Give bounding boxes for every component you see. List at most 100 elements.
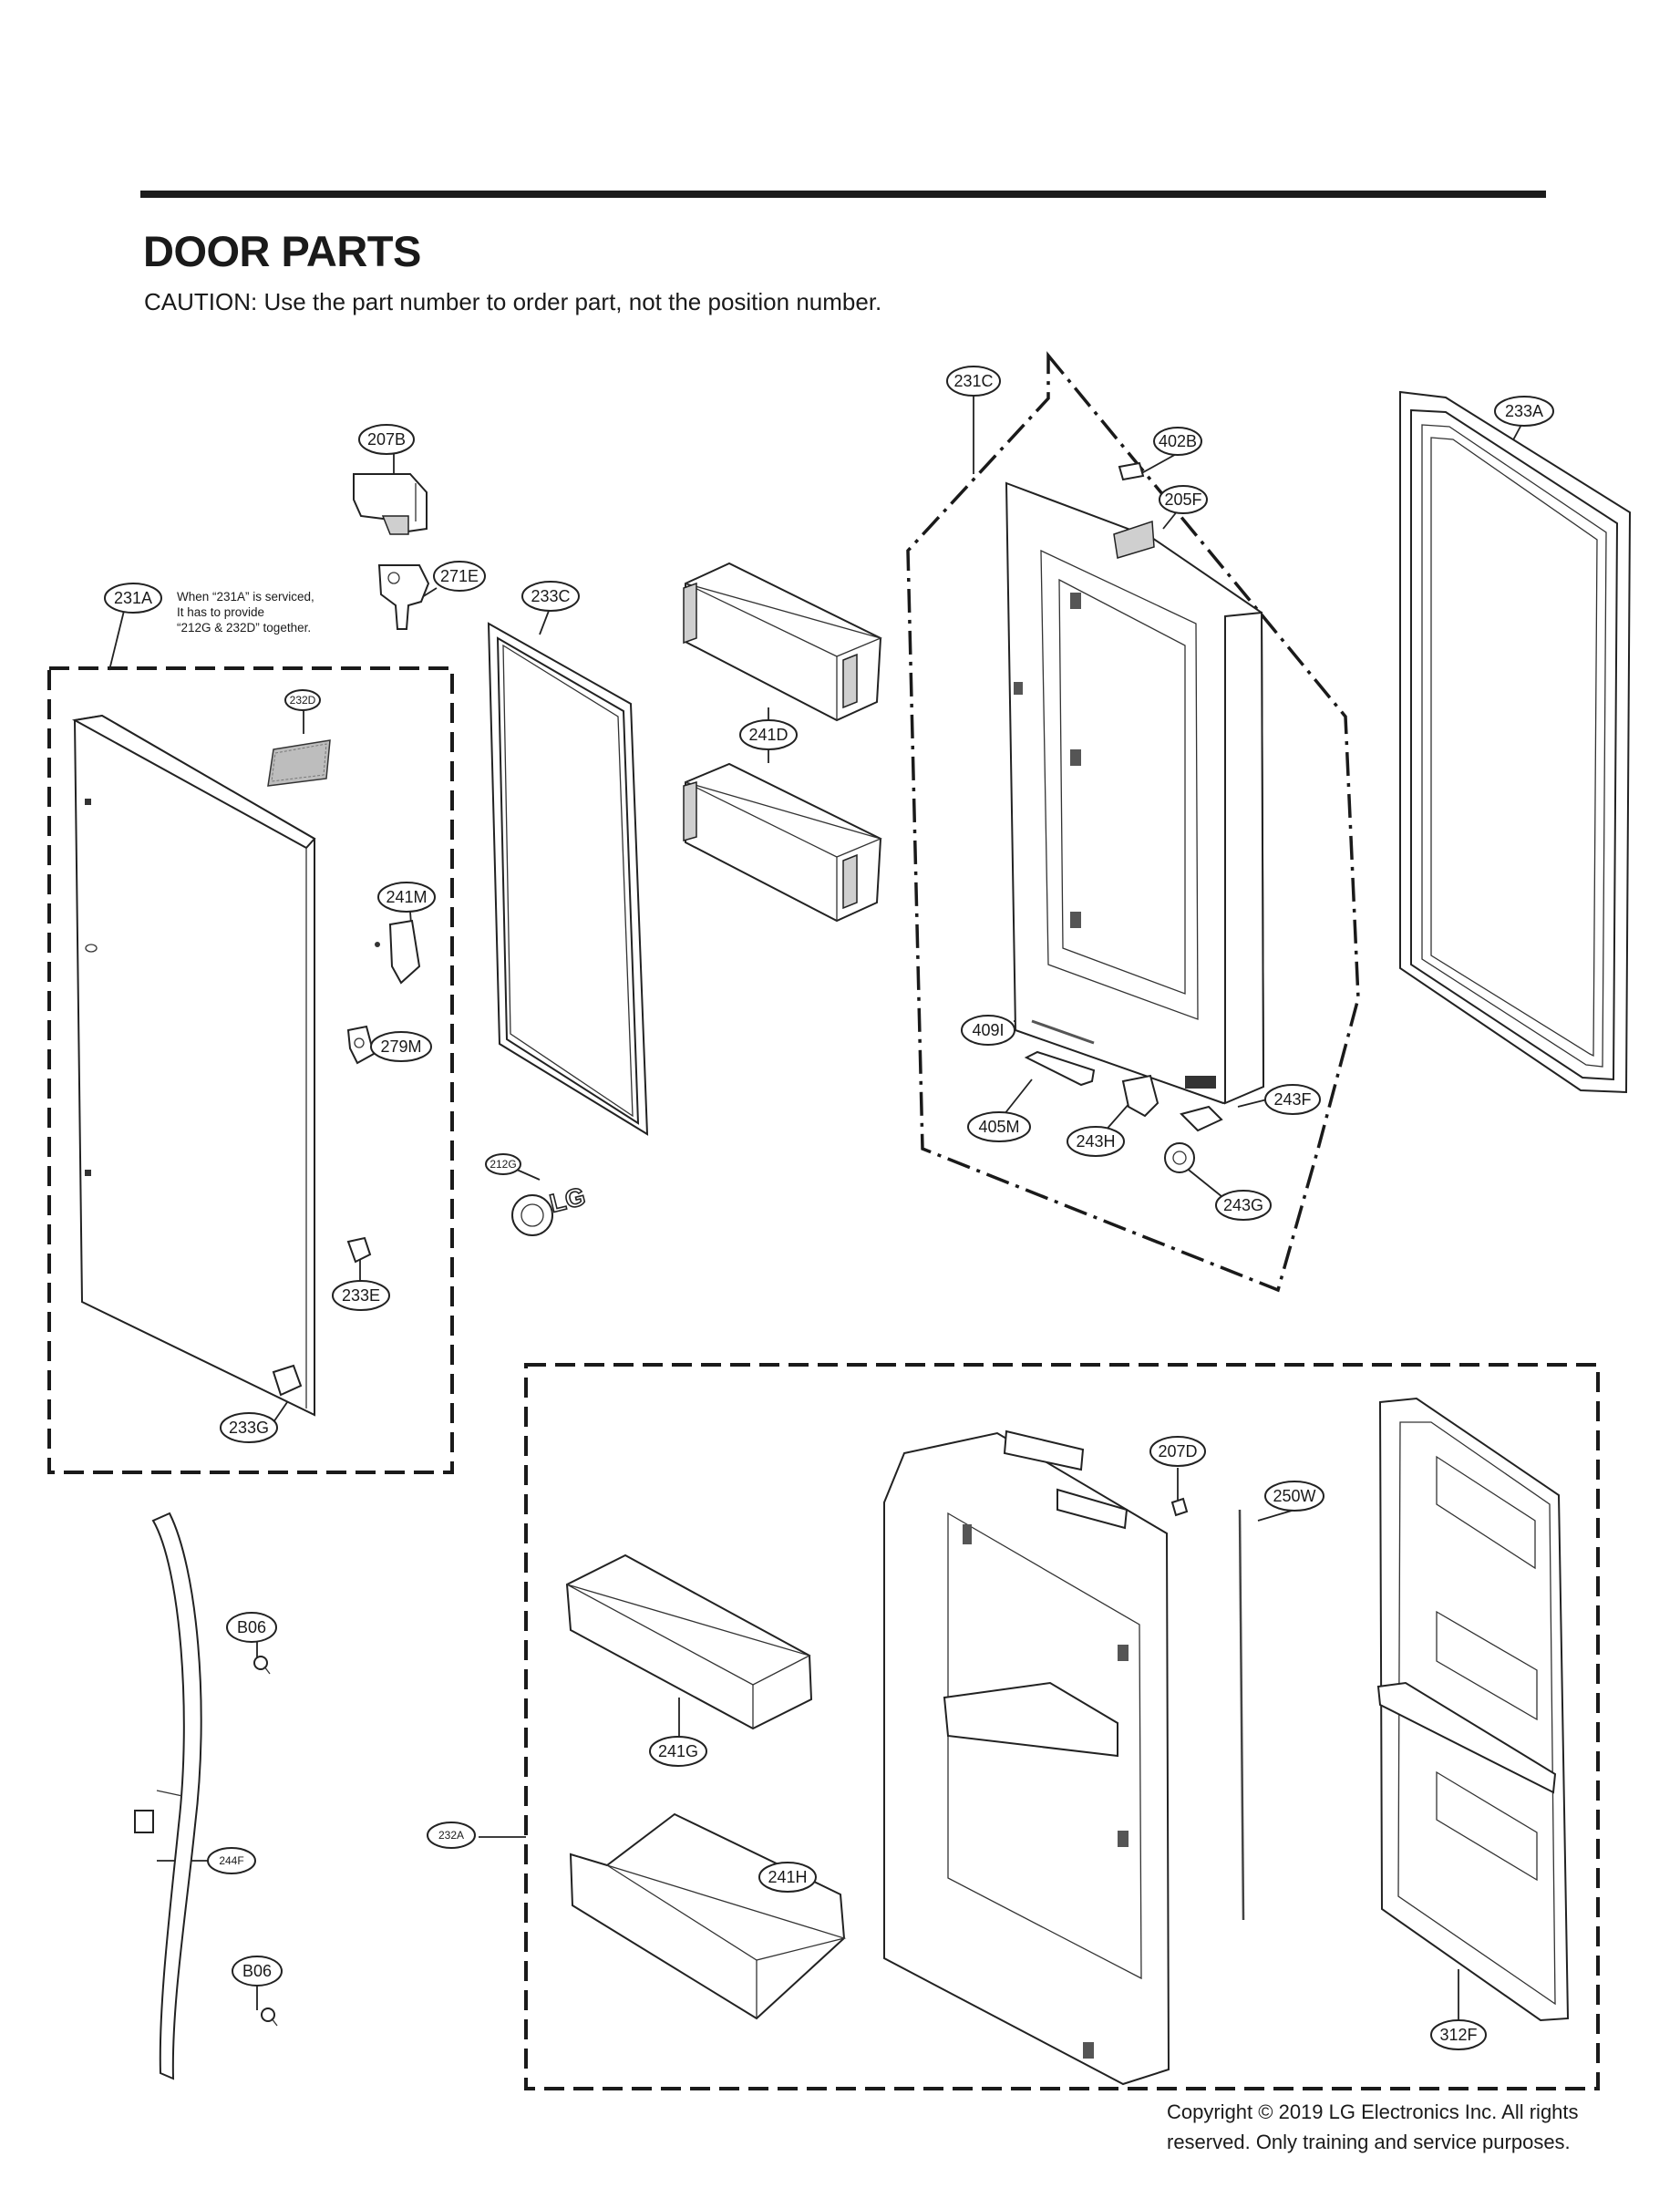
part-241h-bin — [569, 1812, 847, 2020]
callout-250w: 250W — [1264, 1481, 1324, 1512]
callout-241h: 241H — [758, 1862, 817, 1893]
svg-text:241G: 241G — [658, 1742, 698, 1760]
part-233c-gasket — [487, 622, 649, 1136]
svg-text:B06: B06 — [242, 1962, 272, 1980]
part-241d-door-bin-lower — [683, 762, 882, 923]
svg-text:243G: 243G — [1223, 1196, 1263, 1214]
callout-244f: 244F — [207, 1847, 256, 1874]
svg-text:405M: 405M — [978, 1118, 1019, 1136]
callout-402b: 402B — [1153, 427, 1202, 456]
svg-text:233A: 233A — [1505, 402, 1543, 420]
callout-279m: 279M — [370, 1031, 432, 1062]
part-279m-cam — [346, 1025, 376, 1065]
part-b06-screw-lower — [261, 2007, 278, 2027]
svg-text:232D: 232D — [290, 694, 316, 707]
svg-text:207D: 207D — [1158, 1442, 1197, 1460]
callout-207d: 207D — [1149, 1436, 1206, 1467]
part-207d-clip — [1170, 1497, 1189, 1517]
callout-b06-upper: B06 — [226, 1612, 277, 1643]
part-244f-door-handle — [134, 1512, 202, 2080]
part-409i-strip — [1031, 1019, 1095, 1045]
group-232a-boundary — [524, 1363, 1600, 2090]
part-271e-hinge — [377, 564, 430, 630]
callout-405m: 405M — [967, 1111, 1031, 1142]
part-402b-sensor — [1118, 461, 1145, 481]
svg-text:241M: 241M — [386, 888, 427, 906]
svg-text:B06: B06 — [237, 1618, 266, 1636]
part-233g-cap — [272, 1364, 303, 1397]
svg-text:279M: 279M — [380, 1037, 421, 1056]
callout-233c: 233C — [521, 581, 580, 612]
service-note-line-1: When “231A” is serviced, — [177, 590, 314, 604]
header-rule — [140, 191, 1546, 198]
svg-text:244F: 244F — [219, 1854, 243, 1867]
part-232a-door-in-door-frame — [883, 1429, 1170, 2086]
svg-text:241D: 241D — [748, 726, 788, 744]
callout-243h: 243H — [1067, 1126, 1125, 1157]
svg-text:207B: 207B — [367, 430, 406, 449]
part-233e-stopper — [346, 1236, 372, 1264]
svg-text:241H: 241H — [768, 1868, 807, 1886]
callout-231a: 231A — [104, 583, 162, 614]
callout-b06-lower: B06 — [232, 1956, 283, 1987]
svg-text:205F: 205F — [1164, 490, 1201, 509]
callout-312f: 312F — [1430, 2019, 1487, 2050]
callout-241m: 241M — [377, 882, 436, 913]
part-212g-lg-logo: LG — [511, 1182, 589, 1236]
caution-text: CAUTION: Use the part number to order pa… — [144, 288, 882, 315]
callout-241d: 241D — [739, 719, 798, 750]
part-243g-roller — [1164, 1142, 1195, 1173]
callout-232a: 232A — [427, 1822, 476, 1849]
svg-text:409I: 409I — [972, 1021, 1004, 1039]
callout-271e: 271E — [433, 561, 486, 592]
callout-207b: 207B — [358, 424, 415, 455]
part-250w-rod — [1238, 1509, 1245, 1921]
part-241g-bin — [565, 1553, 813, 1730]
part-205f-hinge-cover — [1113, 520, 1155, 559]
copyright-notice: Copyright © 2019 LG Electronics Inc. All… — [1167, 2100, 1579, 2153]
part-243h-bracket — [1121, 1074, 1160, 1118]
service-note-line-3: “212G & 232D” together. — [177, 621, 311, 635]
group-231c-boundary — [906, 351, 1360, 1293]
callout-243g: 243G — [1215, 1190, 1272, 1221]
callout-241g: 241G — [649, 1736, 707, 1767]
part-241m-bracket — [375, 919, 421, 985]
callout-212g: 212G — [485, 1153, 521, 1175]
callout-231c: 231C — [946, 366, 1001, 397]
part-405m-lamp-bar — [1024, 1050, 1096, 1087]
svg-text:212G: 212G — [490, 1158, 516, 1171]
callout-232d: 232D — [284, 689, 321, 711]
svg-text:402B: 402B — [1159, 432, 1197, 450]
part-207b-clip — [353, 473, 428, 535]
page-title: DOOR PARTS — [143, 227, 421, 275]
svg-text:232A: 232A — [438, 1829, 464, 1842]
svg-text:243F: 243F — [1273, 1090, 1311, 1109]
svg-text:250W: 250W — [1273, 1487, 1315, 1505]
service-note-line-2: It has to provide — [177, 605, 264, 619]
group-231a-boundary — [47, 666, 454, 1474]
svg-text:271E: 271E — [440, 567, 479, 585]
svg-text:233C: 233C — [531, 587, 570, 605]
callout-409i: 409I — [961, 1015, 1015, 1046]
lg-logo-text: LG — [547, 1182, 588, 1217]
callout-233g: 233G — [220, 1412, 278, 1443]
callout-233a: 233A — [1494, 396, 1554, 427]
callout-243f: 243F — [1264, 1084, 1321, 1115]
svg-text:231A: 231A — [114, 589, 152, 607]
svg-text:231C: 231C — [953, 372, 993, 390]
part-231a-door-panel — [71, 714, 316, 1417]
callout-205f: 205F — [1159, 485, 1208, 514]
svg-text:243H: 243H — [1076, 1132, 1115, 1151]
part-b06-screw-upper — [253, 1656, 271, 1675]
svg-text:233E: 233E — [342, 1286, 380, 1305]
svg-text:312F: 312F — [1439, 2026, 1477, 2044]
part-233a-door-gasket — [1399, 390, 1632, 1094]
part-241d-door-bin-upper — [683, 562, 882, 722]
callout-233e: 233E — [332, 1280, 390, 1311]
part-312f-outer-door — [1376, 1397, 1570, 2022]
part-231c-inner-door — [1005, 481, 1265, 1105]
part-243f-latch — [1180, 1105, 1223, 1132]
part-232d-filter-mesh — [267, 739, 331, 787]
